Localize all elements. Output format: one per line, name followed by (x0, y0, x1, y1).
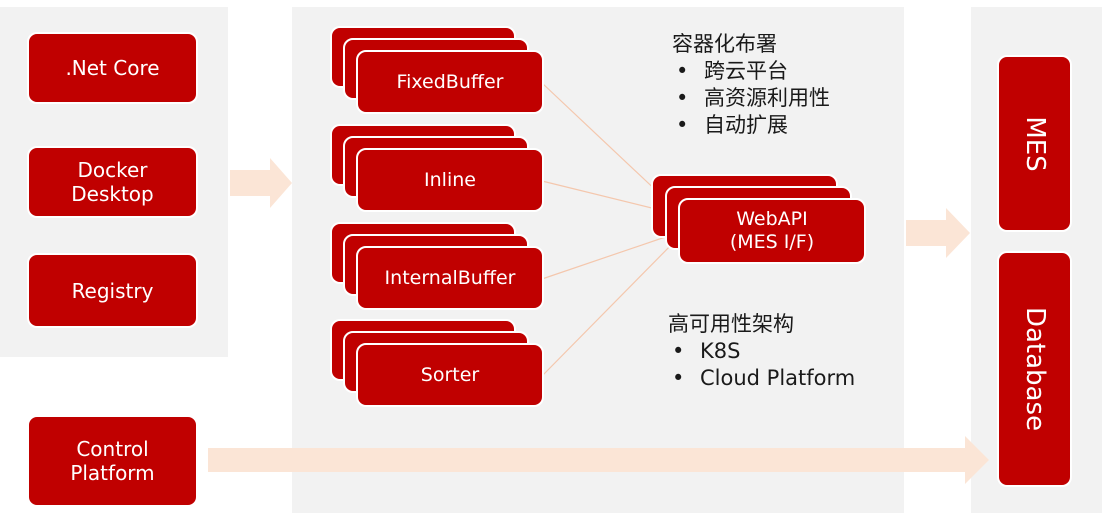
high-availability-title: 高可用性架构 (668, 312, 794, 336)
arrow-center-to-right (906, 208, 970, 258)
inline-box: Inline (356, 148, 544, 212)
docker-desktop-box: Docker Desktop (27, 146, 198, 218)
arrow-left-to-center (230, 158, 292, 208)
containerization-bullet: 高资源利用性 (672, 85, 830, 112)
containerization-bullet: 跨云平台 (672, 58, 830, 85)
webapi-box: WebAPI (MES I/F) (678, 198, 866, 264)
database-box: Database (997, 251, 1072, 487)
fixedbuffer-box: FixedBuffer (356, 50, 544, 114)
mes-label: MES (1019, 115, 1050, 172)
arrow-control-platform-to-database (208, 436, 989, 484)
containerization-title: 容器化布署 (672, 32, 777, 56)
high-availability-bullet: K8S (668, 338, 855, 365)
internalbuffer-box: InternalBuffer (356, 246, 544, 310)
control-platform-box: Control Platform (27, 415, 198, 507)
net-core-box: .Net Core (27, 32, 198, 104)
high-availability-bullet: Cloud Platform (668, 365, 855, 392)
mes-box: MES (997, 55, 1072, 232)
connector-internalbuffer (541, 231, 681, 280)
registry-box: Registry (27, 253, 198, 328)
sorter-box: Sorter (356, 343, 544, 407)
high-availability-notes: 高可用性架构 K8S Cloud Platform (668, 311, 855, 392)
containerization-bullet: 自动扩展 (672, 112, 830, 139)
connector-sorter (541, 235, 681, 377)
containerization-notes: 容器化布署 跨云平台 高资源利用性 自动扩展 (672, 31, 830, 139)
database-label: Database (1019, 306, 1050, 432)
